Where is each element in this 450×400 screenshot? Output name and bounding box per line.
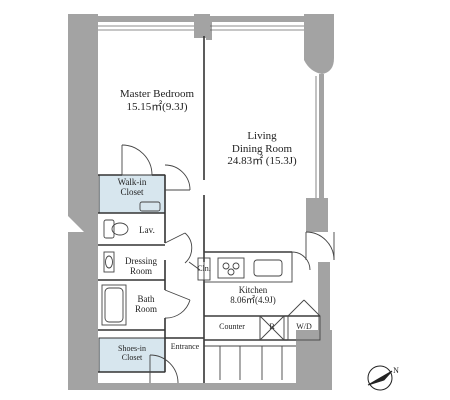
fixtures — [101, 201, 321, 380]
cln-text: Cln. — [197, 264, 211, 273]
living-area: 24.83㎡ (15.3J) — [227, 155, 297, 168]
windows — [98, 25, 317, 198]
kitchen-label: Kitchen 8.06㎡(4.9J) — [210, 285, 296, 306]
counter-label: Counter — [204, 322, 260, 331]
counter-text: Counter — [219, 322, 245, 331]
entrance-label: Entrance — [166, 342, 204, 351]
walk-in-closet-line2: Closet — [120, 187, 144, 198]
walk-in-closet-label: Walk-in Closet — [100, 177, 164, 198]
shoes-in-line2: Closet — [121, 353, 143, 363]
lav-name: Lav. — [139, 225, 155, 235]
dressing-room-label: Dressing Room — [118, 256, 164, 277]
shoes-in-line1: Shoes-in — [118, 344, 146, 353]
kitchen-name: Kitchen — [238, 285, 268, 295]
master-bedroom-label: Master Bedroom 15.15㎡(9.3J) — [102, 88, 212, 113]
door-swings — [121, 144, 335, 384]
lav-label: Lav. — [134, 225, 160, 235]
north-text: N — [393, 366, 399, 375]
dining-room-name: Dining Room — [231, 142, 293, 155]
living-name: Living — [247, 130, 277, 142]
bath-room-label: Bath Room — [128, 294, 164, 315]
compass — [367, 365, 393, 391]
bath-line2: Room — [134, 304, 157, 315]
washer-dryer-text: W/D — [296, 322, 312, 331]
master-bedroom-name: Master Bedroom — [119, 88, 195, 100]
refrigerator-text: R — [269, 322, 275, 331]
master-bedroom-area: 15.15㎡(9.3J) — [126, 100, 188, 113]
washer-dryer-label: W/D — [288, 322, 320, 331]
refrigerator-label: R — [262, 322, 282, 331]
dressing-line2: Room — [129, 266, 152, 277]
shoes-in-closet-label: Shoes-in Closet — [100, 344, 164, 362]
compass-north-label: N — [391, 366, 401, 375]
cln-label: Cln. — [196, 264, 212, 273]
kitchen-area: 8.06㎡(4.9J) — [230, 295, 276, 306]
dressing-line1: Dressing — [125, 256, 157, 266]
living-label: Living Dining Room 24.83㎡ (15.3J) — [204, 130, 320, 168]
entrance-name: Entrance — [170, 342, 200, 351]
bath-line1: Bath — [137, 294, 155, 304]
walk-in-closet-fill — [98, 174, 166, 214]
walk-in-closet-line1: Walk-in — [117, 177, 147, 187]
